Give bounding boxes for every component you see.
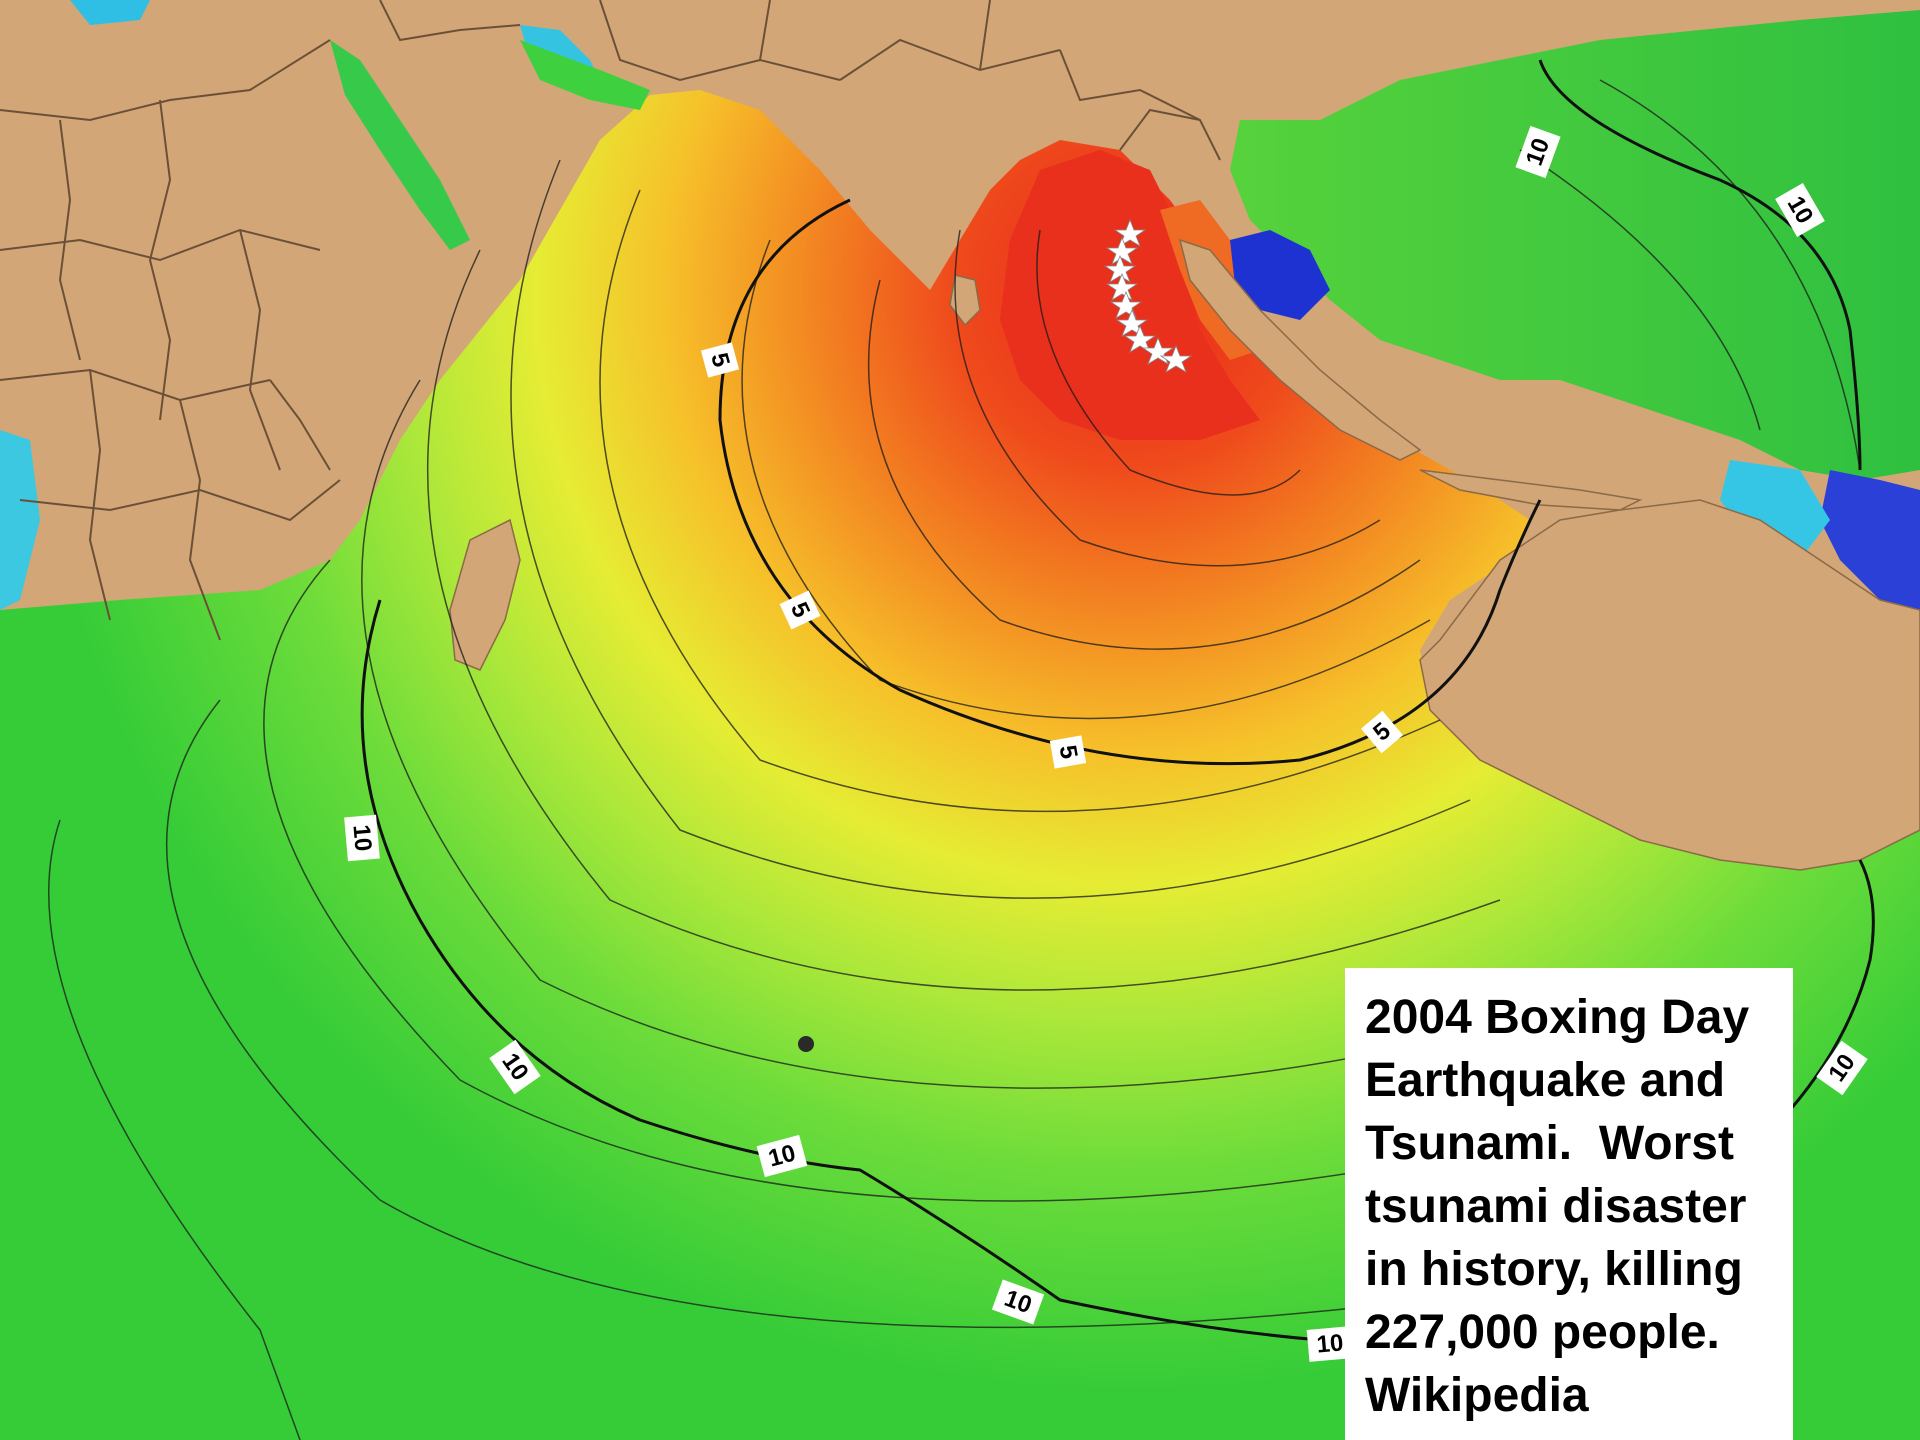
star-icon (1105, 236, 1139, 265)
star-icon (1109, 290, 1143, 319)
persian-gulf (520, 40, 650, 110)
west-cyan (0, 430, 40, 610)
south-china-sea (1230, 10, 1920, 480)
sumatra (1178, 238, 1422, 461)
caption-line: 227,000 people. (1365, 1306, 1720, 1359)
star-icon (1115, 308, 1149, 337)
contour-label: 10 (347, 824, 376, 853)
star-icon (1105, 272, 1139, 301)
caption-line: tsunami disaster (1365, 1180, 1747, 1233)
star-icon (1123, 324, 1157, 353)
contour-label: 5 (1054, 743, 1083, 761)
star-icon (1113, 218, 1147, 247)
caspian-cyan (70, 0, 150, 25)
star-icon (1103, 254, 1137, 283)
caption-line: 2004 Boxing Day (1365, 991, 1750, 1044)
contour-label: 10 (1316, 1329, 1345, 1358)
banda-sea-deep (1820, 470, 1920, 610)
java-sea-deep (1230, 230, 1330, 320)
contour-10-hours-east (1538, 59, 1862, 471)
caption-line: in history, killing (1365, 1243, 1743, 1296)
sri-lanka (949, 274, 981, 327)
java (1419, 469, 1643, 511)
contour-label-group: 5 5 5 5 10 10 (344, 125, 1868, 1362)
contour-10-hours-southeast (1788, 859, 1875, 1111)
rupture-zone-stars (1103, 218, 1193, 373)
caption-source: Wikipedia (1365, 1369, 1589, 1422)
star-icon (1141, 336, 1175, 365)
red-sea (330, 40, 470, 250)
caption-line: Earthquake and (1365, 1054, 1726, 1107)
travel-time-contours (48, 79, 1861, 1440)
caption-box: 2004 Boxing Day Earthquake and Tsunami. … (1345, 968, 1793, 1440)
contour-5-hours (718, 198, 1542, 766)
kerguelen-island (798, 1036, 814, 1052)
caption-line: Tsunami. Worst (1365, 1117, 1734, 1170)
country-borders (0, 0, 1221, 641)
contour-10-hours (360, 599, 1321, 1342)
star-icon (1159, 344, 1193, 373)
